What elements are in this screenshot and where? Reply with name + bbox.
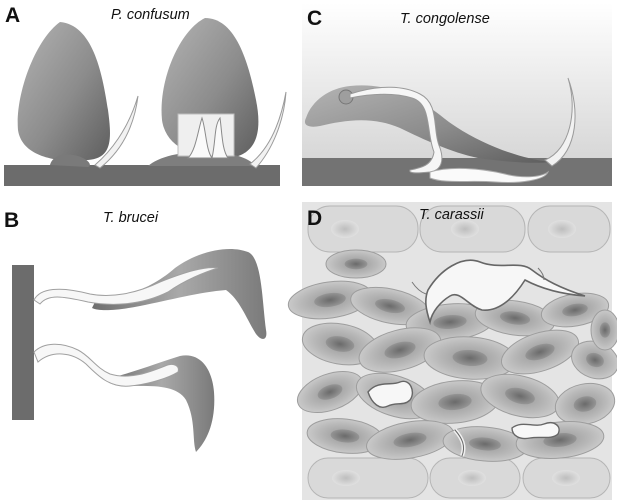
panel-d-red-blood-cell-nucleus	[599, 322, 611, 338]
panel-d-endothelial-nucleus	[451, 220, 479, 238]
panel-d-red-blood-cell-nucleus	[314, 292, 346, 308]
panel-a-left-flagellum	[94, 95, 139, 169]
panel-d-red-blood-cell-nucleus	[344, 258, 368, 270]
panel-a-right-flagellum	[249, 91, 287, 169]
panel-d-red-blood-cell	[301, 322, 379, 366]
panel-a-attachment-plaque	[186, 116, 229, 160]
panel-c-attachment-pad	[429, 167, 550, 183]
panel-d-red-blood-cell-nucleus	[325, 336, 355, 352]
panel-d-red-blood-cell	[325, 249, 387, 279]
panel-d-red-blood-cell-nucleus	[452, 349, 488, 367]
panel-d-red-blood-cell-nucleus	[573, 396, 597, 412]
panel-a-substrate	[4, 165, 280, 186]
panel-c-species-label: T. congolense	[400, 11, 490, 27]
panel-d-red-blood-cell-nucleus	[317, 384, 343, 400]
panel-d-red-blood-cell	[296, 370, 364, 414]
panel-d-red-blood-cell-nucleus	[562, 303, 588, 317]
panel-a-species-label: P. confusum	[111, 7, 190, 23]
panel-c-flagellum-tail	[544, 77, 576, 167]
panel-a-left-parasite-body	[17, 22, 110, 161]
panel-b-upper-parasite-body	[92, 248, 267, 339]
panel-d-red-blood-cell-nucleus	[469, 437, 501, 451]
panel-c-letter: C	[307, 7, 322, 30]
panel-d-parasite-large	[425, 259, 586, 326]
panel-d-blood-cells	[287, 249, 617, 462]
panel-d-red-blood-cell	[554, 382, 616, 426]
panel-d-red-blood-cell	[306, 418, 384, 454]
panel-d-red-blood-cell-nucleus	[525, 343, 555, 361]
panel-a: A P. confusum	[4, 4, 287, 186]
panel-d-red-blood-cell	[350, 286, 430, 326]
panel-d-arrow	[411, 281, 427, 295]
panel-d-endothelial-nucleus	[458, 470, 486, 486]
panel-d-red-blood-cell	[480, 373, 560, 419]
panel-b-letter: B	[4, 209, 19, 232]
panel-d-arrow	[537, 267, 545, 281]
panel-d-endothelial-nucleus	[332, 470, 360, 486]
panel-d-red-blood-cell-nucleus	[393, 432, 427, 448]
panel-a-letter: A	[5, 4, 20, 27]
panel-d-red-blood-cell	[410, 380, 500, 424]
panel-d-red-blood-cell-nucleus	[499, 311, 531, 325]
panel-d-red-blood-cell	[590, 309, 617, 351]
panel-d-red-blood-cell-nucleus	[330, 429, 360, 443]
panel-b-substrate-wall	[12, 265, 34, 420]
panel-d-red-blood-cell	[366, 420, 454, 460]
panel-b: B T. brucei	[4, 209, 267, 452]
panel-d-endothelial-nucleus	[548, 220, 576, 238]
panel-d-red-blood-cell-nucleus	[438, 393, 472, 411]
panel-d: D T. carassii	[287, 202, 617, 500]
panel-b-lower-flagellum	[33, 343, 179, 387]
panel-a-left-attachment	[50, 154, 90, 167]
panel-d-red-blood-cell-nucleus	[433, 315, 467, 329]
panel-d-red-blood-cell	[501, 329, 579, 375]
panel-d-parasite-small	[511, 422, 560, 440]
panel-d-endothelial-nucleus	[552, 470, 580, 486]
panel-c-flagellum	[349, 86, 443, 174]
panel-d-species-label: T. carassii	[419, 207, 485, 223]
panel-d-parasite-flagellum	[454, 429, 465, 457]
panel-d-red-blood-cell	[358, 327, 442, 373]
panel-d-red-blood-cell	[287, 280, 373, 320]
panel-d-red-blood-cell-nucleus	[384, 341, 416, 359]
panel-d-red-blood-cell-nucleus	[586, 352, 604, 368]
panel-d-red-blood-cell-nucleus	[505, 387, 535, 405]
panel-c: C T. congolense	[302, 3, 612, 186]
panel-b-upper-flagellum	[33, 267, 219, 305]
panel-d-parasite-small	[367, 380, 414, 408]
panel-d-red-blood-cell	[540, 292, 610, 328]
panel-d-letter: D	[307, 207, 322, 230]
panel-d-red-blood-cell-nucleus	[375, 298, 405, 314]
panel-d-endothelial-nucleus	[331, 220, 359, 238]
panel-d-endothelial-cell	[307, 457, 429, 499]
panel-b-species-label: T. brucei	[103, 210, 159, 226]
panel-c-parasite-body	[304, 85, 550, 163]
panel-d-endothelial-cell	[307, 205, 419, 253]
